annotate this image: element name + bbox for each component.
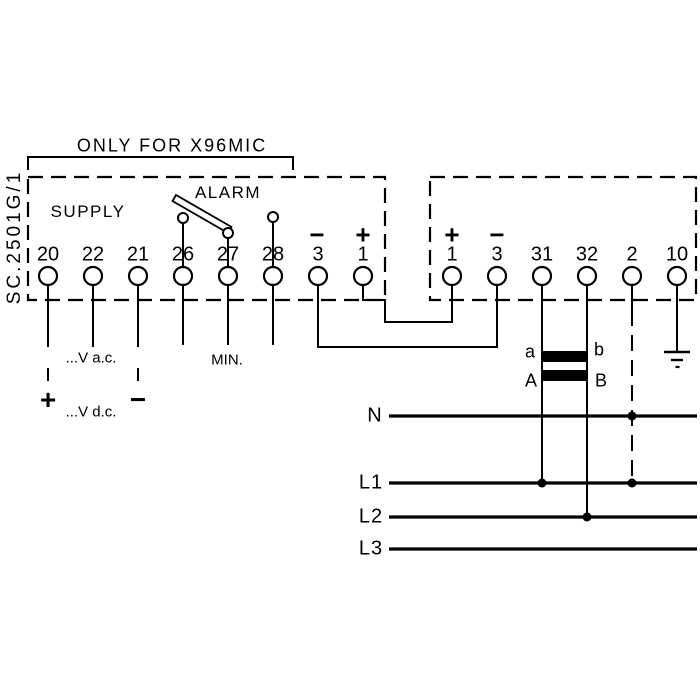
left-dashed-box	[26, 175, 387, 302]
terminal-label-22: 22	[81, 243, 105, 266]
device-code: SC.2501G/1	[4, 169, 25, 305]
ct-bar-primary	[541, 370, 587, 381]
out-plus-sign: +	[355, 219, 371, 250]
terminal-label-32: 32	[575, 243, 599, 266]
terminal-circle-3-left	[307, 265, 329, 287]
terminal-circle-21	[127, 265, 149, 287]
terminal-label-27: 27	[216, 243, 240, 266]
junction-dot-l2-ct	[582, 512, 592, 522]
terminal-label-10: 10	[665, 243, 689, 266]
terminal-label-3-left: 3	[312, 243, 324, 266]
in-plus-sign: +	[444, 219, 460, 250]
dc-plus-sign: +	[39, 384, 57, 415]
alarm-contact-circle-27	[222, 227, 234, 239]
terminal-label-28: 28	[261, 243, 285, 266]
alarm-label: ALARM	[194, 183, 262, 202]
vac-label: ...V a.c.	[65, 349, 117, 367]
x96mic-note: ONLY FOR X96MIC	[76, 135, 268, 156]
terminal-circle-1-left	[352, 265, 374, 287]
alarm-contact-circle-26	[177, 212, 189, 224]
alarm-contact-circle-28	[267, 211, 279, 223]
phase-label-l2: L2	[358, 505, 384, 528]
in-minus-sign: −	[489, 219, 505, 250]
terminal-circle-26	[172, 265, 194, 287]
ct-label-a: a	[524, 341, 536, 362]
right-dashed-box	[428, 175, 698, 302]
terminal-circle-31	[531, 265, 553, 287]
ct-label-b: b	[593, 339, 605, 360]
ct-label-A: A	[524, 370, 538, 391]
terminal-circle-10	[666, 265, 688, 287]
junction-dot-l1-ct	[537, 478, 547, 488]
supply-label: SUPPLY	[50, 202, 126, 221]
terminal-circle-2	[621, 265, 643, 287]
min-label: MIN.	[211, 351, 243, 369]
terminal-label-1-left: 1	[357, 243, 369, 266]
dc-minus-sign: −	[129, 384, 147, 415]
terminal-circle-22	[82, 265, 104, 287]
ct-bar-secondary	[541, 351, 587, 362]
terminal-label-21: 21	[126, 243, 150, 266]
terminal-circle-1-right	[441, 265, 463, 287]
terminal-label-2: 2	[626, 243, 638, 266]
terminal-circle-20	[37, 265, 59, 287]
terminal-label-1-right: 1	[446, 243, 458, 266]
ct-label-B: B	[594, 370, 608, 391]
junction-dot-n-tap	[627, 411, 637, 421]
terminal-circle-32	[576, 265, 598, 287]
x96mic-bracket	[27, 156, 294, 170]
terminal-label-31: 31	[530, 243, 554, 266]
terminal-circle-28	[262, 265, 284, 287]
phase-label-l1: L1	[358, 471, 384, 494]
out-minus-sign: −	[309, 219, 325, 250]
terminal-label-20: 20	[36, 243, 60, 266]
phase-label-l3: L3	[358, 537, 384, 560]
junction-dot-l1-tap	[627, 478, 637, 488]
terminal-label-26: 26	[171, 243, 195, 266]
earth-symbol	[664, 350, 690, 369]
wire-1-to-1	[362, 285, 453, 323]
vdc-label: ...V d.c.	[65, 403, 117, 421]
wire-3-to-3	[317, 285, 498, 348]
terminal-circle-3-right	[486, 265, 508, 287]
terminal-label-3-right: 3	[491, 243, 503, 266]
terminal-circle-27	[217, 265, 239, 287]
phase-label-n: N	[367, 404, 383, 427]
